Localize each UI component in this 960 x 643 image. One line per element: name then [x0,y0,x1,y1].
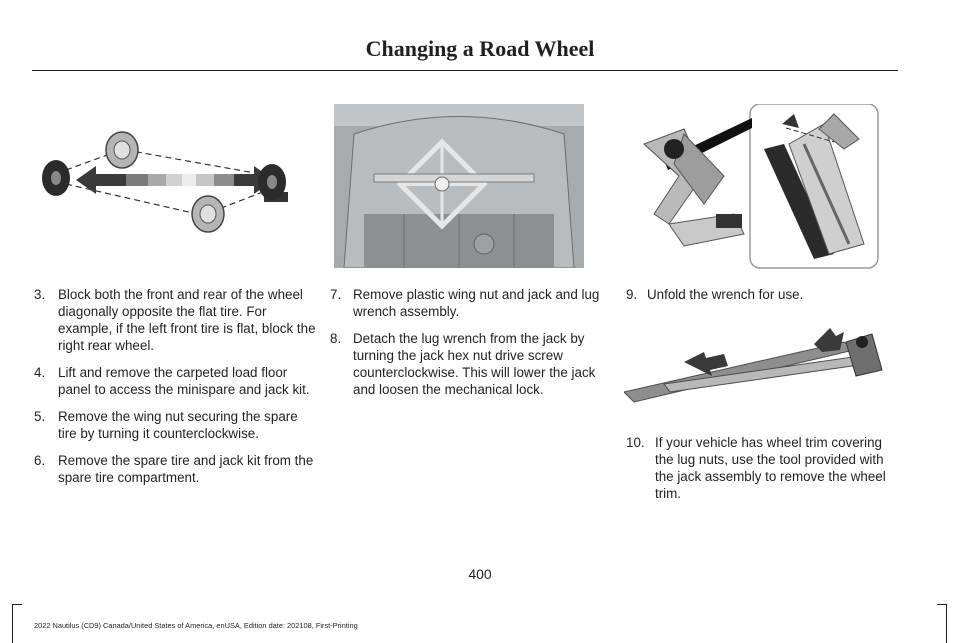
step-9: 9. Unfold the wrench for use. [626,286,896,303]
step-number: 5. [34,409,46,424]
crop-mark-left [12,604,13,643]
crop-mark-right-tick [937,604,947,605]
step-text: Block both the front and rear of the whe… [58,287,316,353]
jack-lug-wrench-illustration [624,104,880,270]
steps-column-3-bottom: 10. If your vehicle has wheel trim coveri… [626,434,896,512]
step-8: 8. Detach the lug wrench from the jack by… [330,330,602,398]
spare-compartment-jack-illustration [334,104,584,268]
step-text: Remove the spare tire and jack kit from … [58,453,314,485]
page-title: Changing a Road Wheel [365,36,595,61]
steps-column-2: 7. Remove plastic wing nut and jack and l… [330,286,602,408]
title-divider [32,70,898,71]
step-number: 10. [626,435,645,450]
step-text: Remove the wing nut securing the spare t… [58,409,298,441]
wheel-blocking-illustration [36,120,296,240]
step-number: 3. [34,287,46,302]
step-text: If your vehicle has wheel trim covering … [655,435,886,501]
crop-mark-right [946,604,947,643]
crop-mark-left-tick [12,604,22,605]
step-number: 4. [34,365,46,380]
page-number: 400 [468,566,492,582]
step-4: 4. Lift and remove the carpeted load floo… [34,364,316,398]
step-text: Lift and remove the carpeted load floor … [58,365,310,397]
step-number: 9. [626,287,638,302]
edition-footer: 2022 Nautilus (CD9) Canada/United States… [34,621,358,630]
steps-column-1: 3. Block both the front and rear of the w… [34,286,316,496]
step-text: Detach the lug wrench from the jack by t… [353,331,596,397]
steps-column-3-top: 9. Unfold the wrench for use. [626,286,896,313]
step-5: 5. Remove the wing nut securing the spare… [34,408,316,442]
step-text: Remove plastic wing nut and jack and lug… [353,287,600,319]
step-7: 7. Remove plastic wing nut and jack and l… [330,286,602,320]
step-number: 6. [34,453,46,468]
step-number: 8. [330,331,342,346]
step-10: 10. If your vehicle has wheel trim coveri… [626,434,896,502]
unfold-wrench-illustration [624,322,888,408]
step-number: 7. [330,287,342,302]
step-text: Unfold the wrench for use. [647,287,804,302]
step-6: 6. Remove the spare tire and jack kit fro… [34,452,316,486]
step-3: 3. Block both the front and rear of the w… [34,286,316,354]
